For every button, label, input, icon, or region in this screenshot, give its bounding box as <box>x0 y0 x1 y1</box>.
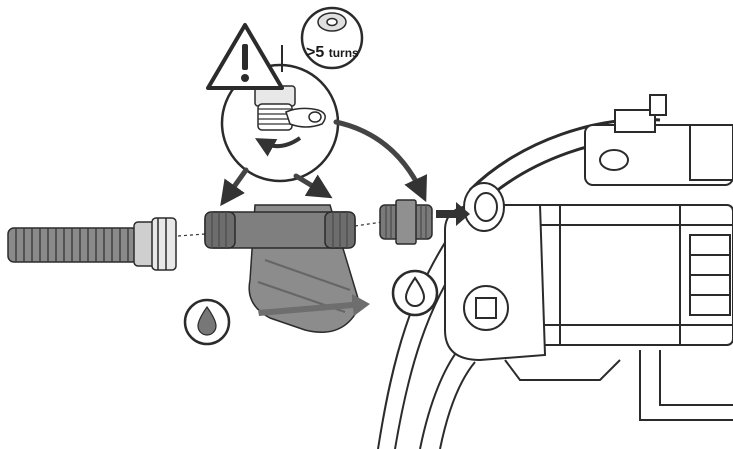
warning-triangle-icon <box>208 25 282 88</box>
adapter-nipple <box>380 200 432 244</box>
pump-unit <box>378 95 733 449</box>
tape-turns-label: >5 turns <box>306 44 359 62</box>
suction-hose <box>8 218 176 270</box>
ptfe-tape-icon <box>318 13 346 31</box>
tape-turns-unit: turns <box>329 46 359 60</box>
water-drop-filled-icon <box>185 300 229 344</box>
alignment-line-left <box>178 234 205 236</box>
water-drop-outline-icon <box>393 271 437 315</box>
tape-turns-count: >5 <box>306 44 324 61</box>
alignment-line-right <box>355 222 382 226</box>
